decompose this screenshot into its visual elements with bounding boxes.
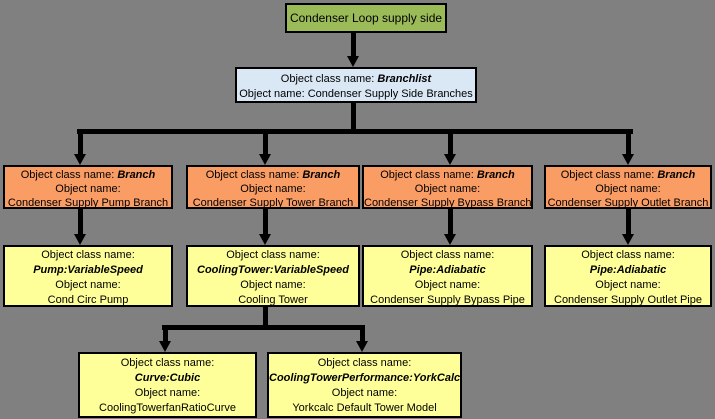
name-label: Object name: bbox=[134, 387, 201, 399]
object-name: Condenser Supply Tower Branch bbox=[192, 197, 354, 209]
object-name: Condenser Supply Side Branches bbox=[307, 88, 473, 100]
name-label: Object name: bbox=[240, 279, 306, 291]
connector-bus-branch3-line bbox=[448, 131, 453, 154]
arrow-down-icon bbox=[259, 234, 271, 245]
object-name: Cooling Tower bbox=[238, 294, 308, 306]
class-name: Branch bbox=[302, 169, 341, 181]
connector-bus-curve-line bbox=[163, 327, 168, 341]
class-label: Object class name: bbox=[41, 249, 135, 261]
class-label: Object class name: bbox=[205, 169, 300, 181]
connector-bus-branch2-line bbox=[263, 131, 268, 154]
class-name: Pump:VariableSpeed bbox=[33, 264, 143, 276]
connector-root-branchlist-line bbox=[351, 33, 356, 56]
class-name: Branch bbox=[476, 169, 515, 181]
connector-bus-branch1-line bbox=[78, 131, 83, 154]
class-label: Object class name: bbox=[317, 357, 412, 369]
root-node-condenser-loop: Condenser Loop supply side bbox=[285, 3, 447, 33]
class-label: Object class name: bbox=[380, 169, 474, 181]
class-name: Curve:Cubic bbox=[134, 372, 201, 384]
arrow-down-icon bbox=[347, 56, 359, 67]
name-label: Object name: bbox=[414, 183, 481, 195]
arrow-down-icon bbox=[259, 154, 271, 165]
arrow-down-icon bbox=[74, 234, 86, 245]
connector-branchlist-bus-line bbox=[351, 103, 356, 130]
class-label: Object class name: bbox=[560, 169, 655, 181]
name-label: Object name: bbox=[595, 279, 661, 291]
connector-branch3-comp-line bbox=[448, 209, 453, 234]
connector-tower-bus-line bbox=[263, 307, 268, 327]
connector-bus-branch4-line bbox=[626, 131, 631, 154]
name-label: Object name: bbox=[331, 387, 398, 399]
name-label: Object name: bbox=[240, 183, 306, 195]
class-label: Object class name: bbox=[226, 249, 320, 261]
name-label: Object name: bbox=[55, 279, 121, 291]
branch-node-bypass: Object class name: Branch Object name: C… bbox=[362, 165, 533, 209]
class-label: Object class name: bbox=[120, 357, 215, 369]
component-node-outlet-pipe: Object class name: Pipe:Adiabatic Object… bbox=[544, 245, 712, 307]
class-label: Object class name: bbox=[581, 249, 675, 261]
component-node-cooling-tower: Object class name: CoolingTower:Variable… bbox=[186, 245, 360, 307]
class-label: Object class name: bbox=[20, 169, 115, 181]
class-label: Object class name: bbox=[400, 249, 495, 261]
object-name: CoolingTowerfanRatioCurve bbox=[99, 402, 236, 414]
subcomponent-node-fan-curve: Object class name: Curve:Cubic Object na… bbox=[78, 352, 257, 418]
arrow-down-icon bbox=[356, 341, 368, 352]
class-name: CoolingTowerPerformance:YorkCalc bbox=[269, 372, 461, 384]
arrow-down-icon bbox=[622, 234, 634, 245]
object-name: Condenser Supply Outlet Pipe bbox=[554, 294, 702, 306]
name-label: Object name: bbox=[595, 183, 661, 195]
connector-tower-bus bbox=[162, 325, 365, 330]
object-name: Condenser Supply Pump Branch bbox=[7, 197, 169, 209]
component-node-bypass-pipe: Object class name: Pipe:Adiabatic Object… bbox=[362, 245, 533, 307]
class-name: Branchlist bbox=[377, 73, 432, 85]
component-node-pump: Object class name: Pump:VariableSpeed Ob… bbox=[3, 245, 173, 307]
arrow-down-icon bbox=[444, 234, 456, 245]
class-label: Object class name: bbox=[280, 73, 375, 85]
branch-node-pump: Object class name: Branch Object name: C… bbox=[3, 165, 173, 209]
branch-node-outlet: Object class name: Branch Object name: C… bbox=[544, 165, 712, 209]
connector-branch1-comp-line bbox=[78, 209, 83, 234]
arrow-down-icon bbox=[159, 341, 171, 352]
class-name: Pipe:Adiabatic bbox=[409, 264, 486, 276]
connector-branch-bus bbox=[77, 129, 633, 134]
class-name: CoolingTower:VariableSpeed bbox=[197, 264, 349, 276]
arrow-down-icon bbox=[622, 154, 634, 165]
connector-bus-yorkcalc-line bbox=[360, 327, 365, 341]
name-label: Object name: bbox=[239, 88, 305, 100]
branch-node-tower: Object class name: Branch Object name: C… bbox=[186, 165, 360, 209]
class-name: Branch bbox=[657, 169, 696, 181]
object-name: Condenser Supply Bypass Pipe bbox=[370, 294, 525, 306]
name-label: Object name: bbox=[55, 183, 121, 195]
object-name: Condenser Supply Outlet Branch bbox=[547, 197, 709, 209]
connector-branch4-comp-line bbox=[626, 209, 631, 234]
arrow-down-icon bbox=[74, 154, 86, 165]
object-name: Condenser Supply Bypass Branch bbox=[364, 197, 532, 209]
branchlist-node: Object class name: Branchlist Object nam… bbox=[235, 67, 477, 103]
object-name: Cond Circ Pump bbox=[47, 294, 129, 306]
connector-branch2-comp-line bbox=[263, 209, 268, 234]
name-label: Object name: bbox=[414, 279, 481, 291]
object-name: Yorkcalc Default Tower Model bbox=[292, 402, 437, 414]
class-name: Pipe:Adiabatic bbox=[589, 264, 667, 276]
root-node-label: Condenser Loop supply side bbox=[289, 11, 443, 25]
arrow-down-icon bbox=[444, 154, 456, 165]
subcomponent-node-yorkcalc: Object class name: CoolingTowerPerforman… bbox=[267, 352, 462, 418]
class-name: Branch bbox=[117, 169, 156, 181]
